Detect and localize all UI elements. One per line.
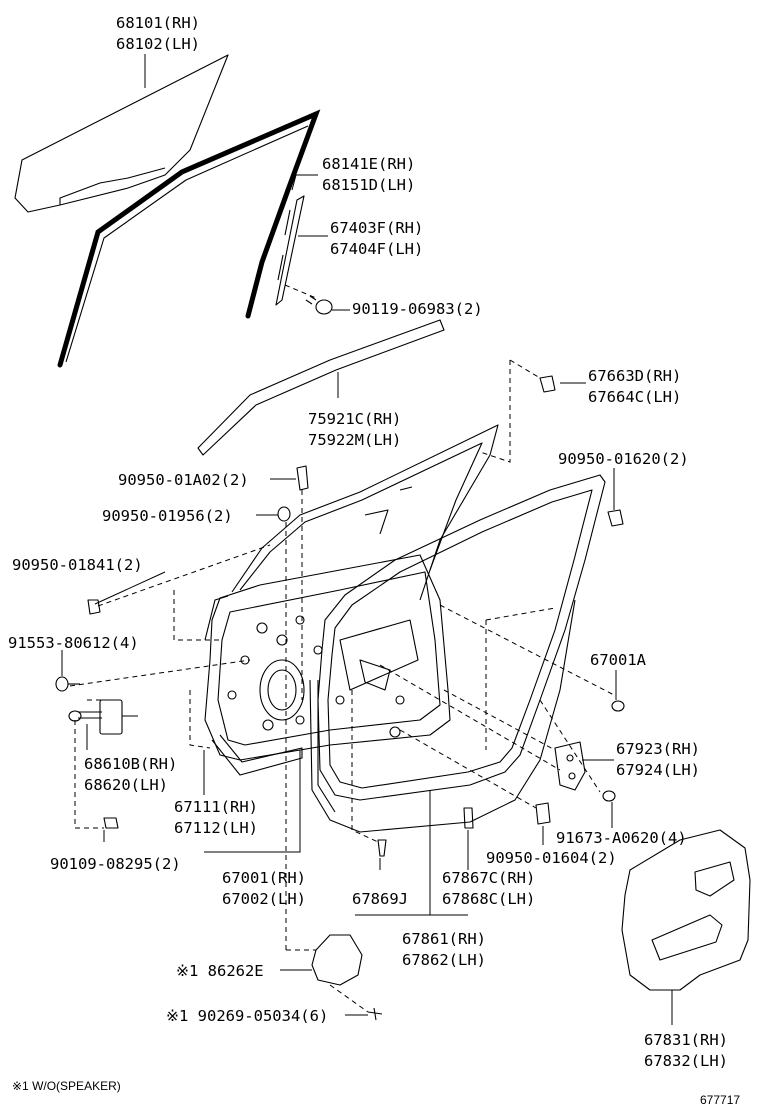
clip-icons	[87, 375, 625, 829]
label-clip-67868c: 67868C(LH)	[442, 890, 535, 908]
label-run-rh: 68141E(RH)	[322, 155, 415, 173]
label-striker-rh: 67923(RH)	[616, 740, 700, 758]
label-clip-67867c: 67867C(RH)	[442, 869, 535, 887]
label-bolt-90109: 90109-08295(2)	[50, 855, 181, 873]
striker-shape	[554, 741, 616, 802]
hinge-shape	[55, 676, 138, 735]
label-seal-rh: 67861(RH)	[402, 930, 486, 948]
footnote: ※1 W/O(SPEAKER)	[12, 1079, 121, 1093]
label-seal-lh: 67862(LH)	[402, 951, 486, 969]
label-weatherstrip-rh: 67111(RH)	[174, 798, 258, 816]
part-labels: 68101(RH) 68102(LH) 68141E(RH) 68151D(LH…	[8, 14, 740, 1107]
label-clip-a02: 90950-01A02(2)	[118, 471, 249, 489]
label-cover-lh: 67664C(LH)	[588, 388, 681, 406]
opening-seal-shape	[309, 474, 606, 833]
lower-clip-icons	[377, 807, 474, 857]
label-run-lh: 68151D(LH)	[322, 176, 415, 194]
label-hinge-rh: 68610B(RH)	[84, 755, 177, 773]
label-sash-rh: 67403F(RH)	[330, 219, 423, 237]
label-weatherstrip-lh: 67112(LH)	[174, 819, 258, 837]
label-clip-1956: 90950-01956(2)	[102, 507, 233, 525]
sash-bolt-icon	[284, 284, 333, 315]
label-weather-lh: 75922M(LH)	[308, 431, 401, 449]
label-bolt-sash: 90119-06983(2)	[352, 300, 483, 318]
label-weather-rh: 75921C(RH)	[308, 410, 401, 428]
label-striker-lh: 67924(LH)	[616, 761, 700, 779]
diagram-id: 677717	[700, 1093, 740, 1107]
label-speaker-cover: ※1 86262E	[176, 962, 264, 980]
label-clip-67869j: 67869J	[352, 890, 408, 908]
label-glass-lh: 68102(LH)	[116, 35, 200, 53]
hole-cover-shape	[621, 829, 751, 991]
label-panel-lh: 67002(LH)	[222, 890, 306, 908]
label-clip-1620: 90950-01620(2)	[558, 450, 689, 468]
label-screw-91673: 91673-A0620(4)	[556, 829, 687, 847]
dashed-leaders	[69, 359, 615, 1013]
belt-weatherstrip-shape	[197, 319, 445, 456]
rear-sash-shape	[275, 195, 305, 306]
speaker-cover-shape	[311, 934, 383, 1021]
door-panel-shape	[204, 424, 499, 776]
label-screw-91553: 91553-80612(4)	[8, 634, 139, 652]
label-clip-1604: 90950-01604(2)	[486, 849, 617, 867]
glass-run-shape	[57, 109, 321, 368]
label-glass-rh: 68101(RH)	[116, 14, 200, 32]
label-hinge-lh: 68620(LH)	[84, 776, 168, 794]
label-hole-lh: 67832(LH)	[644, 1052, 728, 1070]
label-sash-lh: 67404F(LH)	[330, 240, 423, 258]
label-hole-rh: 67831(RH)	[644, 1031, 728, 1049]
label-speaker-screw: ※1 90269-05034(6)	[166, 1007, 328, 1025]
label-panel-rh: 67001(RH)	[222, 869, 306, 887]
label-clip-1841: 90950-01841(2)	[12, 556, 143, 574]
door-glass-shape	[14, 54, 229, 213]
label-cover-rh: 67663D(RH)	[588, 367, 681, 385]
label-plug-67001a: 67001A	[590, 651, 647, 669]
leader-lines	[61, 54, 673, 1025]
